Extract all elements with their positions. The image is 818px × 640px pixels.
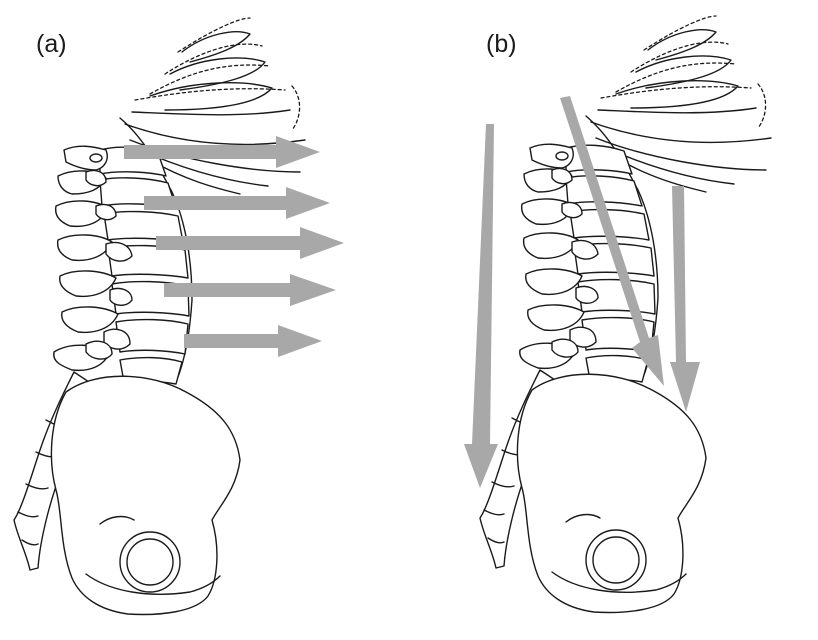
horizontal-arrow-5 <box>184 325 322 357</box>
horizontal-arrow-2 <box>144 187 330 219</box>
horizontal-arrows <box>124 136 344 357</box>
panel-b: (b) <box>464 15 772 614</box>
horizontal-arrow-4 <box>164 274 336 306</box>
horizontal-arrow-3 <box>156 227 344 259</box>
spine-pelvis-illustration-a <box>13 17 306 616</box>
panel-b-label: (b) <box>486 30 517 58</box>
panel-a-label: (a) <box>36 30 67 58</box>
vertical-arrow-left <box>464 124 498 488</box>
panel-a: (a) <box>13 17 344 616</box>
vertical-arrow-right <box>670 186 700 412</box>
horizontal-arrow-1 <box>124 136 320 168</box>
vertical-arrow-diagonal <box>560 96 664 386</box>
spine-pelvis-illustration-b <box>479 15 772 614</box>
vertical-arrows <box>464 96 700 488</box>
